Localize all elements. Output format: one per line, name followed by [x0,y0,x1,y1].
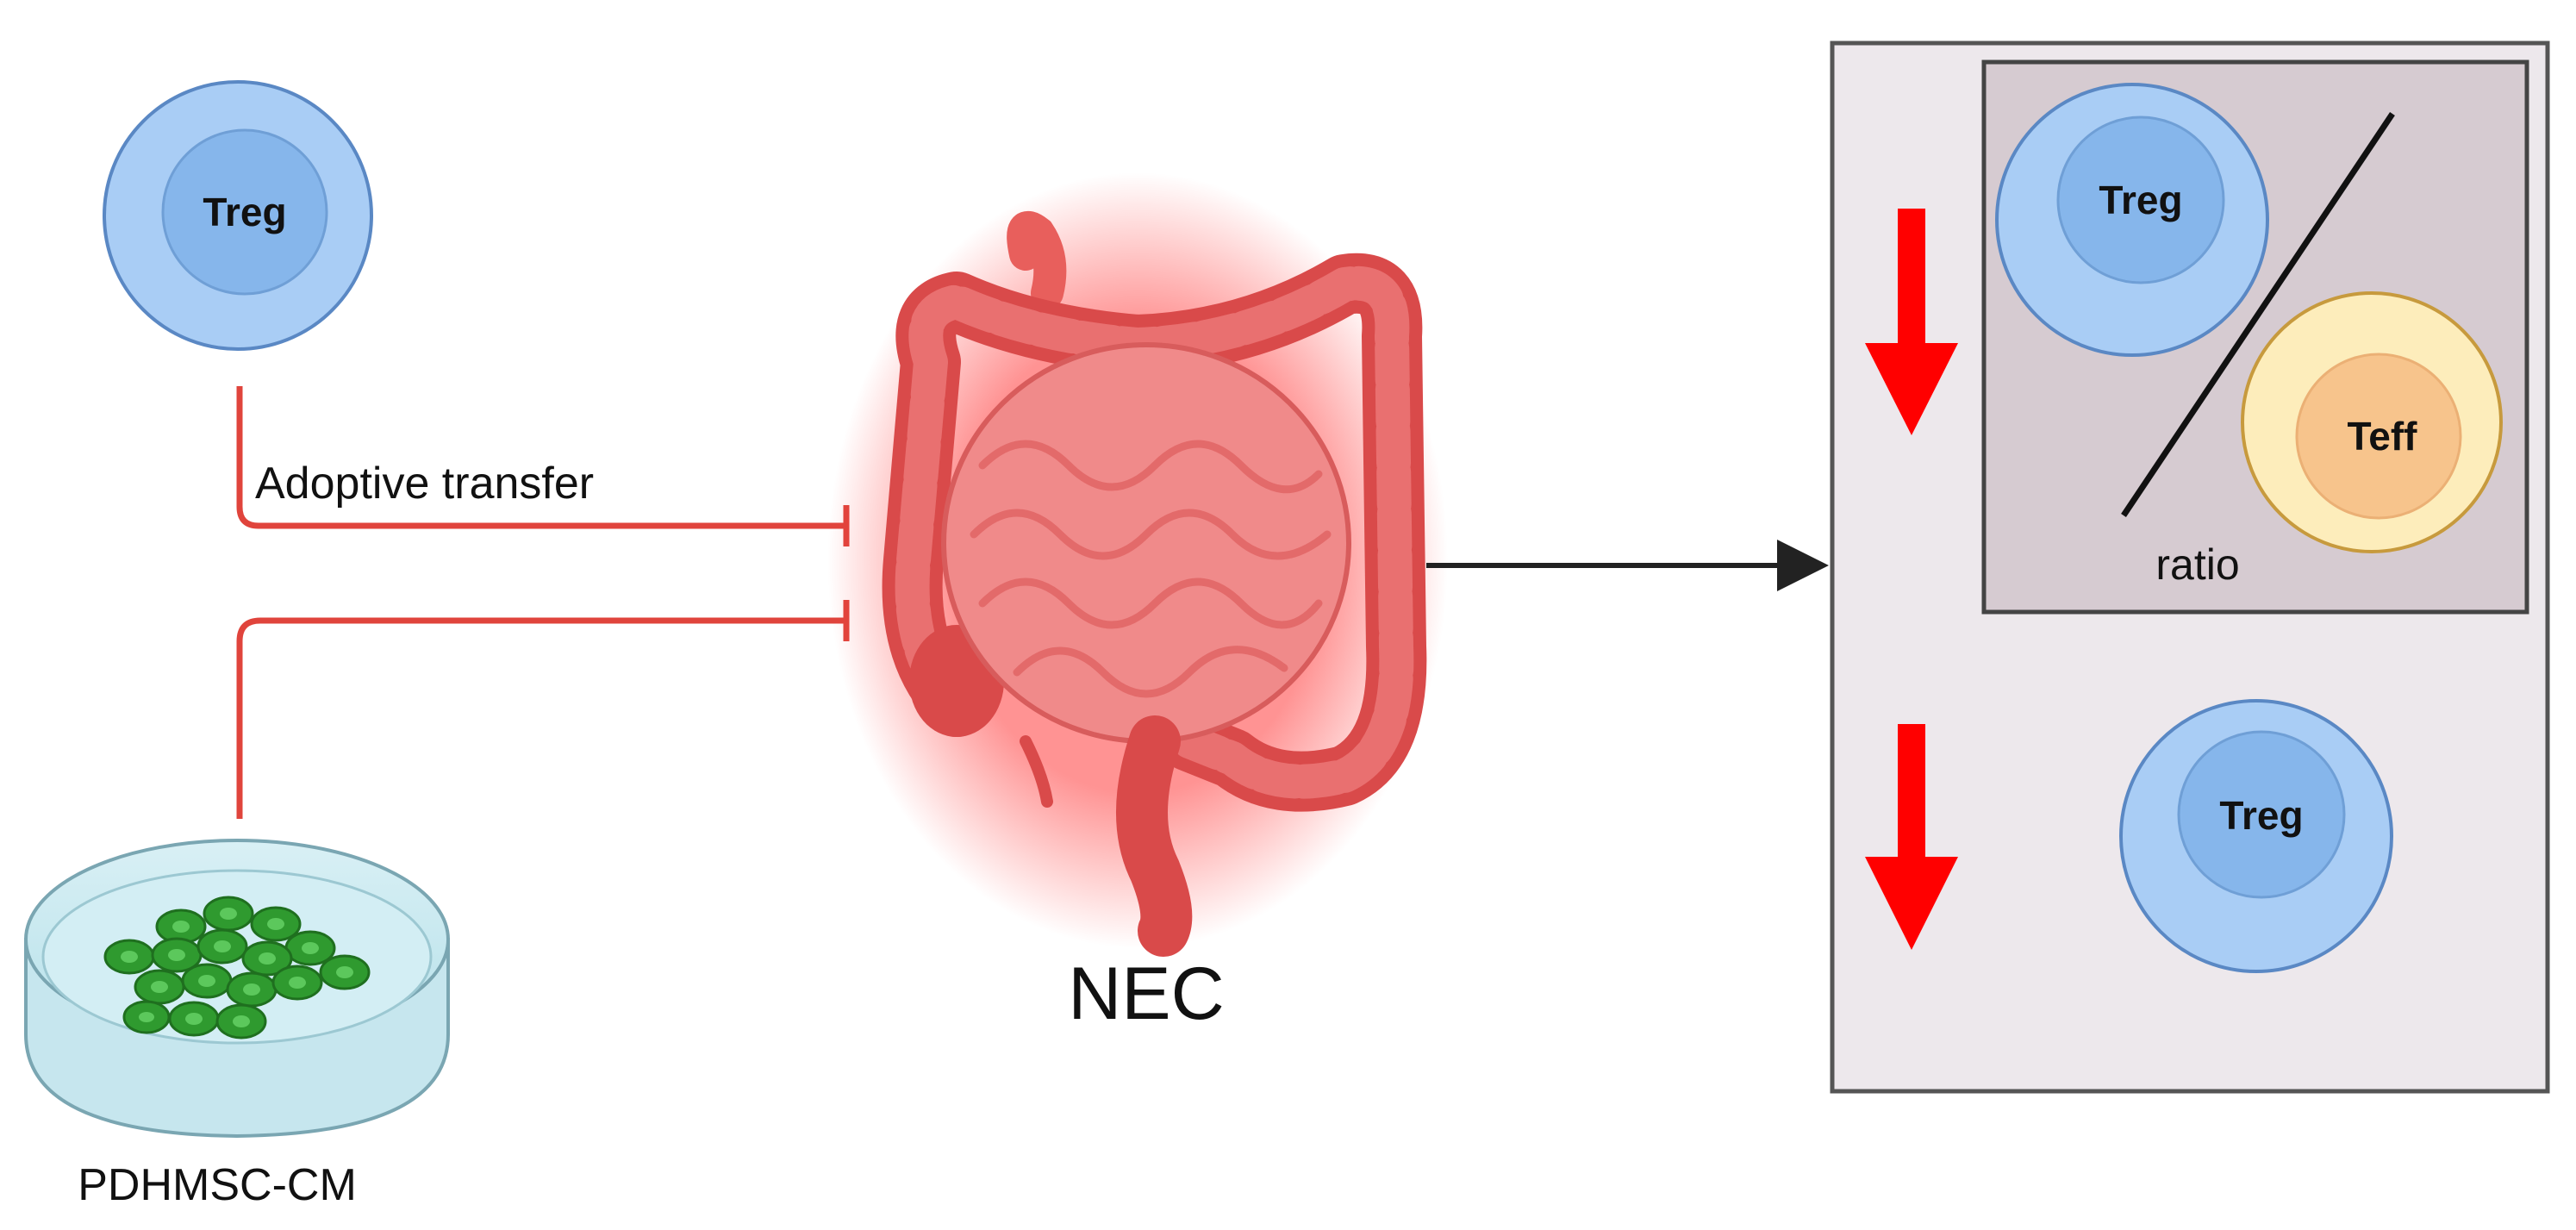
treg-lower-nucleus [2177,730,2346,899]
treg-ratio-nucleus [2056,116,2225,284]
nec-label: NEC [1068,952,1225,1035]
treg-cell-left: Treg [103,80,373,351]
pdhmsc-connector [236,600,850,819]
outcome-panel: Treg Teff ratio Treg [1830,41,2550,1094]
treg-label-left: Treg [203,190,286,234]
treg-label-ratio: Treg [2099,178,2182,222]
adoptive-transfer-label: Adoptive transfer [255,459,594,509]
cell-nuclei [121,908,353,1027]
pdhmsc-cm-label: PDHMSC-CM [78,1160,357,1210]
rectum [1116,715,1193,957]
teff-cell: Teff [2241,291,2503,553]
down-arrow-treg [1865,724,1958,950]
treg-cell-ratio: Treg [1995,83,2269,357]
teff-nucleus [2295,353,2462,520]
treg-cell-lower: Treg [2119,699,2393,973]
pdhmsc-line [236,617,846,819]
ratio-divider [2121,112,2395,517]
adoptive-transfer-connector: Adoptive transfer [236,386,850,546]
treg-label-lower: Treg [2219,793,2303,838]
adoptive-transfer-line [236,386,846,529]
intestine-illustration: NEC [827,172,1448,1035]
down-arrow-ratio [1865,209,1958,435]
treg-nucleus [161,128,328,296]
ratio-label: ratio [2155,540,2239,589]
petri-dish: PDHMSC-CM [24,839,450,1210]
teff-label: Teff [2348,414,2418,459]
small-intestine [941,342,1351,744]
